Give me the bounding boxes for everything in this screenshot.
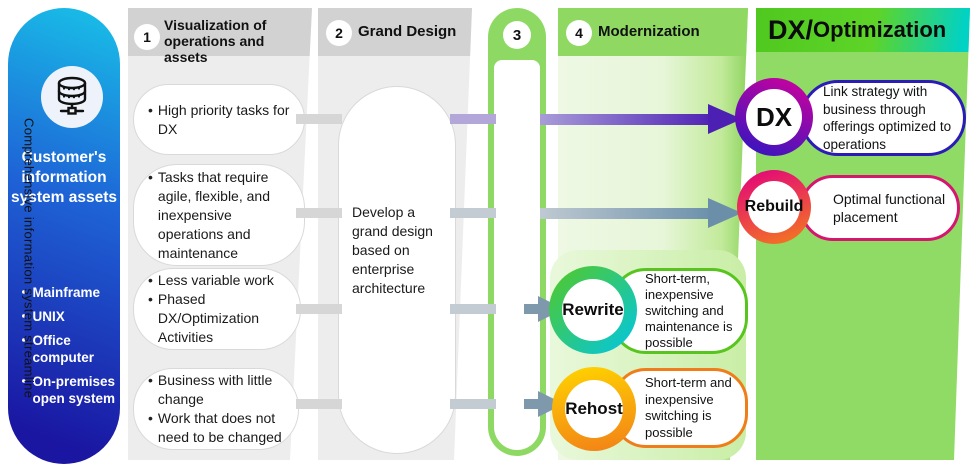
list-item-label: On-premises open system (32, 374, 116, 406)
list-item-label: Mainframe (32, 285, 101, 300)
dx-badge-label: DX (755, 101, 793, 132)
step4-number-badge: 4 (566, 20, 592, 46)
step3-vertical-label: Comprehensive information system streaml… (21, 117, 37, 399)
rewrite-outcome-text: Short-term, inexpensive switching and ma… (645, 271, 733, 350)
connector-row2-left (296, 208, 342, 218)
dx-outcome-pill: Link strategy with business through offe… (800, 80, 966, 156)
bullet: • (148, 272, 153, 288)
database-icon-circle (41, 66, 103, 128)
card-item-label: Tasks that require agile, flexible, and … (157, 168, 270, 261)
connector-row4-left (296, 399, 342, 409)
connector-row1-mid (450, 114, 496, 124)
step1-number-badge: 1 (134, 24, 160, 50)
grand-design-card (338, 86, 456, 454)
card-item: •Tasks that require agile, flexible, and… (148, 168, 294, 263)
card-item-label: Business with little change (157, 372, 273, 407)
connector-row3-mid (450, 304, 496, 314)
card-item-label: High priority tasks for DX (157, 101, 290, 137)
arrow-row3-shaft (524, 304, 538, 314)
card-item: •Work that does not need to be changed (148, 409, 288, 447)
connector-row4-mid (450, 399, 496, 409)
pillar-asset-list: ・Mainframe ・UNIX ・Office computer ・On-pr… (17, 284, 117, 414)
step1-title: Visualization of operations and assets (164, 17, 267, 65)
arrow-row1-shaft (540, 114, 708, 125)
card-item-label: Work that does not need to be changed (157, 410, 282, 445)
card-item-label: Phased DX/Optimization Activities (157, 291, 260, 345)
list-item-label: UNIX (32, 309, 65, 324)
arrow-row2-head (708, 198, 742, 228)
step1-card-3: •Less variable work •Phased DX/Optimizat… (133, 268, 301, 350)
database-icon (57, 76, 87, 115)
rewrite-badge: Rewrite (549, 266, 637, 354)
dx-panel-header: DX/Optimization (756, 8, 970, 52)
dx-outcome-text: Link strategy with business through offe… (823, 84, 952, 152)
bullet: • (148, 372, 153, 388)
rewrite-outcome-pill: Short-term, inexpensive switching and ma… (610, 268, 748, 354)
rehost-badge: Rehost (552, 367, 636, 451)
dx-panel-title-prefix: DX/ (768, 14, 814, 45)
rebuild-outcome-text: Optimal functional placement (833, 191, 946, 225)
step2-title: Grand Design (358, 23, 457, 40)
dx-badge-inner: DX (746, 89, 802, 145)
rebuild-badge-inner: Rebuild (745, 181, 803, 233)
rebuild-outcome-pill: Optimal functional placement (800, 175, 960, 241)
bullet: • (148, 410, 153, 426)
bullet: • (148, 101, 153, 118)
step2-number-badge: 2 (326, 20, 352, 46)
step3-capsule-body (494, 60, 540, 450)
list-item: ・On-premises open system (17, 373, 117, 407)
pillar-title: Customer's information system assets (11, 149, 117, 206)
customer-assets-pillar: Customer's information system assets ・Ma… (8, 8, 120, 464)
step3-number-badge: 3 (503, 21, 531, 49)
rewrite-badge-label: Rewrite (562, 300, 624, 319)
grand-design-text: Develop a grand design based on enterpri… (352, 204, 433, 296)
list-item: ・Office computer (17, 332, 117, 366)
card-item: •Phased DX/Optimization Activities (148, 290, 290, 347)
rewrite-badge-inner: Rewrite (562, 279, 624, 341)
list-item: ・UNIX (17, 308, 117, 325)
card-item: •Less variable work (148, 271, 290, 290)
rehost-outcome-text: Short-term and inexpensive switching is … (645, 375, 732, 440)
connector-row2-mid (450, 208, 496, 218)
connector-row1-left (296, 114, 342, 124)
arrow-row2-shaft (540, 208, 708, 219)
bullet: • (148, 291, 153, 307)
card-item-label: Less variable work (157, 272, 274, 288)
list-item: ・Mainframe (17, 284, 117, 301)
dx-panel-title-suffix: Optimization (813, 17, 947, 42)
connector-row3-left (296, 304, 342, 314)
rehost-badge-label: Rehost (565, 399, 623, 418)
list-item-label: Office computer (32, 333, 95, 365)
step1-card-4: •Business with little change •Work that … (133, 368, 299, 450)
bullet: • (148, 168, 153, 185)
dx-badge: DX (735, 78, 813, 156)
bullet: ・ (17, 285, 31, 300)
bullet: ・ (17, 309, 31, 324)
arrow-row4-shaft (524, 399, 538, 409)
card-item: •Business with little change (148, 371, 288, 409)
rebuild-badge: Rebuild (737, 170, 811, 244)
rebuild-badge-label: Rebuild (744, 198, 804, 215)
bullet: ・ (17, 374, 31, 389)
step3-capsule: 3 (488, 8, 546, 456)
rehost-badge-inner: Rehost (565, 380, 623, 438)
card-item: •High priority tasks for DX (148, 101, 294, 139)
step4-title: Modernization (598, 23, 700, 40)
step1-card-1: •High priority tasks for DX (133, 84, 305, 155)
step1-card-2: •Tasks that require agile, flexible, and… (133, 164, 305, 266)
bullet: ・ (17, 333, 31, 348)
